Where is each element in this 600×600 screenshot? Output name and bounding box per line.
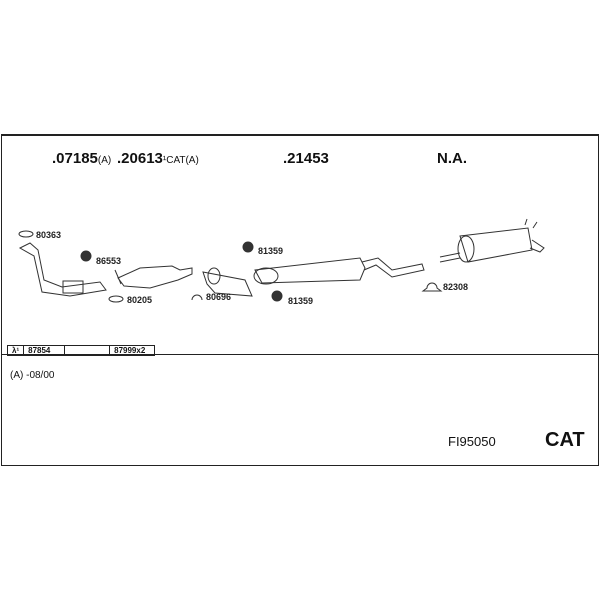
label-80205: 80205 (127, 295, 153, 305)
catalytic-converter (114, 265, 193, 289)
hanger-icon (80, 250, 92, 262)
accessory-table: λ¹ 87854 87999x2 (7, 345, 156, 356)
label-80363: 80363 (36, 230, 62, 240)
table-cell: 87854 (24, 345, 66, 356)
part-na: N.A. (437, 150, 467, 167)
manifold-pipe (18, 242, 107, 297)
middle-muffler (253, 257, 425, 285)
clamp-icon (421, 282, 443, 292)
rear-muffler (439, 218, 545, 263)
label-80696: 80696 (206, 292, 232, 302)
kit-code: FI95050 (448, 434, 496, 449)
cat-label: CAT (545, 429, 585, 451)
hanger-icon (242, 241, 283, 302)
part-07185[interactable]: .07185(A) (52, 150, 112, 167)
table-cell: 87999x2 (110, 345, 156, 356)
label-82308: 82308 (443, 282, 469, 292)
divider (2, 354, 598, 355)
diagram-frame (1, 134, 599, 466)
label-81359-top: 81359 (258, 246, 284, 256)
clamp-icon (191, 294, 203, 301)
footnote: (A) -08/00 (10, 370, 55, 381)
table-cell (65, 345, 111, 356)
label-86553: 86553 (96, 256, 122, 266)
lambda-cell: λ¹ (7, 345, 25, 356)
gasket-icon (108, 295, 124, 303)
part-21453[interactable]: .21453 (283, 150, 329, 167)
label-81359-bottom: 81359 (288, 296, 314, 306)
part-20613[interactable]: .20613¹CAT(A) (117, 150, 199, 167)
gasket-icon (18, 230, 34, 238)
front-muffler (202, 267, 253, 297)
